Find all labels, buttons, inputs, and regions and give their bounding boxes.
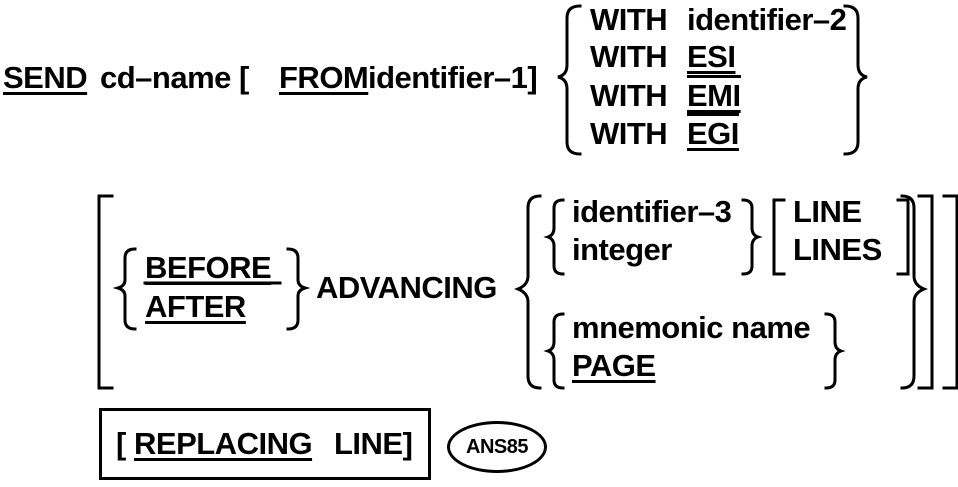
line-lines-right-bracket xyxy=(896,198,910,276)
replacing-keyword: REPLACING xyxy=(134,426,313,461)
replacing-clause-box xyxy=(99,408,431,480)
advancing-clause-right-bracket-outer xyxy=(942,194,958,390)
before-keyword: BEFORE xyxy=(145,250,272,285)
replacing-open-bracket: [ xyxy=(116,426,126,461)
identifier-1-text: identifier–1] xyxy=(368,60,538,95)
before-after-right-brace xyxy=(286,247,311,331)
advancing-keyword: ADVANCING xyxy=(316,270,497,305)
mnemonic-page-left-brace xyxy=(543,312,565,390)
emi-keyword: EMI xyxy=(687,75,741,113)
with-options-left-brace xyxy=(557,4,582,156)
identifier-integer-right-brace xyxy=(741,198,763,276)
ans85-label: ANS85 xyxy=(466,435,528,458)
send-keyword: SEND xyxy=(3,60,88,95)
advancing-clause-left-bracket xyxy=(97,194,114,390)
lines-keyword: LINES xyxy=(793,232,882,267)
line-lines-left-bracket xyxy=(772,198,786,276)
identifier-integer-left-brace xyxy=(543,198,565,276)
with-keyword: WITH xyxy=(590,116,668,151)
ans85-badge: ANS85 xyxy=(447,421,547,473)
egi-keyword: EGI xyxy=(687,113,739,151)
integer-text: integer xyxy=(572,232,672,267)
with-options-right-brace xyxy=(843,4,868,156)
with-keyword: WITH xyxy=(590,39,668,74)
before-after-left-brace xyxy=(112,247,137,331)
cd-name-text: cd–name [ xyxy=(100,60,249,95)
page-keyword: PAGE xyxy=(572,348,656,383)
with-keyword: WITH xyxy=(590,2,668,37)
identifier-3-text: identifier–3 xyxy=(572,194,732,229)
advancing-clause-right-bracket-inner xyxy=(917,194,934,390)
mnemonic-name-text: mnemonic name xyxy=(572,310,811,345)
advancing-options-right-brace xyxy=(900,194,929,390)
from-keyword: FROM xyxy=(279,60,369,95)
identifier-2-text: identifier–2 xyxy=(687,2,847,37)
after-keyword: AFTER xyxy=(145,289,246,324)
mnemonic-page-right-brace xyxy=(824,312,846,390)
esi-keyword: ESI xyxy=(687,39,736,74)
line-keyword: LINE xyxy=(793,194,862,229)
with-keyword: WITH xyxy=(590,78,668,113)
advancing-options-left-brace xyxy=(513,194,542,390)
replacing-line-text: LINE] xyxy=(334,426,413,461)
